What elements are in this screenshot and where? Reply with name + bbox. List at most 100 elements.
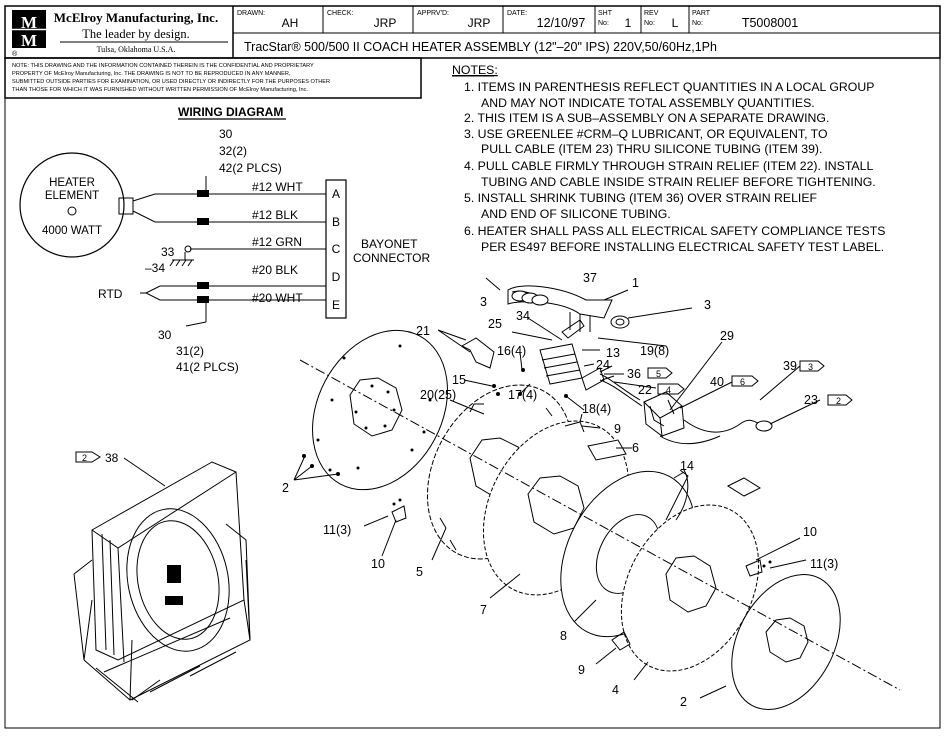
ground-callout: –34 xyxy=(145,261,165,275)
item-number: 2 xyxy=(680,695,687,709)
svg-text:M: M xyxy=(21,31,37,50)
item-number: 11(3) xyxy=(323,523,351,537)
rev-label: REV xyxy=(644,10,659,17)
notes-heading: NOTES: xyxy=(452,63,498,77)
flag-number: 6 xyxy=(740,377,745,387)
check-label: CHECK: xyxy=(327,10,354,17)
case-badge-text: HOT xyxy=(168,600,181,606)
flag-number: 3 xyxy=(808,362,813,372)
note-line: 5. INSTALL SHRINK TUBING (ITEM 36) OVER … xyxy=(464,191,818,205)
callout-38: 2 38 xyxy=(75,451,166,487)
item-number: 9 xyxy=(614,422,621,436)
note-line: 2. THIS ITEM IS A SUB–ASSEMBLY ON A SEPA… xyxy=(464,111,829,125)
item-number: 9 xyxy=(578,663,585,677)
note-line: 1. ITEMS IN PARENTHESIS REFLECT QUANTITI… xyxy=(464,80,874,94)
note-line: 6. HEATER SHALL PASS ALL ELECTRICAL SAFE… xyxy=(464,224,885,238)
item-number: 10 xyxy=(803,525,817,539)
item-number: 17(4) xyxy=(508,388,537,402)
date-label: DATE: xyxy=(507,10,527,17)
item-number: 29 xyxy=(720,329,734,343)
item-number: 3 xyxy=(480,295,487,309)
flag-number: 2 xyxy=(82,453,87,463)
ground-symbol: 33 –34 xyxy=(145,245,194,275)
registered-mark: ® xyxy=(12,50,18,58)
item-number: 21 xyxy=(416,324,430,338)
item-number: 7 xyxy=(480,603,487,617)
pin-label: A xyxy=(332,187,340,201)
item-number: 18(4) xyxy=(582,402,611,416)
bayonet-connector: A B C D E xyxy=(325,179,347,319)
company-slogan: The leader by design. xyxy=(82,27,190,41)
plate-2-back xyxy=(312,329,448,491)
sheet-value: 1 xyxy=(625,16,632,30)
item-number: 39 xyxy=(783,359,797,373)
confidential-line: NOTE: THIS DRAWING AND THE INFORMATION C… xyxy=(12,63,314,69)
heater-element-symbol: HEATER ELEMENT 4000 WATT xyxy=(19,152,134,258)
item-number: 19(8) xyxy=(640,344,669,358)
note-line: PER ES497 BEFORE INSTALLING ELECTRICAL S… xyxy=(481,240,884,254)
plate-2-front xyxy=(731,574,841,710)
note-line: TUBING AND CABLE INSIDE STRAIN RELIEF BE… xyxy=(481,175,876,189)
item-number: 5 xyxy=(416,565,423,579)
item-number: 4 xyxy=(612,683,619,697)
drawing-title: TracStar® 500/500 II COACH HEATER ASSEMB… xyxy=(244,40,717,54)
junction-box-29 xyxy=(643,391,773,445)
notes-section: NOTES: 1. ITEMS IN PARENTHESIS REFLECT Q… xyxy=(452,63,885,254)
callout-labels: 37 1 3 3 34 25 13 19(8) 21 16(4) 24 15 3… xyxy=(282,271,853,709)
pin-label: E xyxy=(332,298,340,312)
wire-label: #20 BLK xyxy=(252,263,298,277)
hardware-dots xyxy=(302,368,772,568)
note-line: PULL CABLE (ITEM 23) THRU SILICONE TUBIN… xyxy=(481,142,822,156)
connector-label: CONNECTOR xyxy=(353,251,430,265)
part-label: PART xyxy=(692,10,711,17)
mcelroy-logo: M M ® xyxy=(12,10,46,58)
note-line: AND MAY NOT INDICATE TOTAL ASSEMBLY QUAN… xyxy=(481,96,815,110)
pin-label: C xyxy=(332,242,341,256)
drawn-label: DRAWN: xyxy=(237,10,265,17)
heater-text: ELEMENT xyxy=(45,190,99,202)
item-number: 23 xyxy=(804,393,818,407)
item-number: 11(3) xyxy=(810,557,838,571)
item-number: 15 xyxy=(452,373,466,387)
part-number: T5008001 xyxy=(742,16,798,30)
item-number: 1 xyxy=(632,276,639,290)
part-label-no: No: xyxy=(692,20,703,27)
item-number: 10 xyxy=(371,557,385,571)
item-number: 13 xyxy=(606,346,620,360)
callout-text: 41(2 PLCS) xyxy=(176,360,239,374)
callout-text: 30 xyxy=(219,127,233,141)
item-number: 3 xyxy=(704,298,711,312)
confidential-line: SUBMITTED OUTSIDE PARTIES FOR EXAMINATIO… xyxy=(12,79,330,85)
item-number: 40 xyxy=(710,375,724,389)
callout-text: 30 xyxy=(158,328,172,342)
date-value: 12/10/97 xyxy=(537,16,586,30)
item-number: 8 xyxy=(560,629,567,643)
terminal-box xyxy=(539,319,615,391)
confidential-line: PROPERTY OF McElroy Manufacturing, Inc. … xyxy=(12,71,291,77)
check-value: JRP xyxy=(374,16,397,30)
wire-label: #12 BLK xyxy=(252,208,298,222)
ground-callout: 33 xyxy=(161,245,175,259)
note-line: 3. USE GREENLEE #CRM–Q LUBRICANT, OR EQU… xyxy=(464,127,828,141)
rev-value: L xyxy=(672,16,679,30)
svg-text:M: M xyxy=(21,13,37,32)
sheet-label: SHT xyxy=(598,10,613,17)
item-number: 37 xyxy=(583,271,597,285)
confidential-notice: NOTE: THIS DRAWING AND THE INFORMATION C… xyxy=(12,63,330,93)
item-number: 36 xyxy=(627,367,641,381)
apprvd-label: APPRV'D: xyxy=(417,10,449,17)
item-number: 20(25) xyxy=(420,388,456,402)
handle-37 xyxy=(507,285,630,332)
apprvd-value: JRP xyxy=(468,16,491,30)
item-number: 16(4) xyxy=(497,344,526,358)
company-location: Tulsa, Oklahoma U.S.A. xyxy=(97,45,176,54)
rtd-label: RTD xyxy=(98,287,123,301)
wire-label: #12 WHT xyxy=(252,180,303,194)
item-number: 14 xyxy=(680,459,694,473)
rev-label-no: No: xyxy=(644,20,655,27)
exploded-assembly xyxy=(293,277,901,710)
wiring-diagram: WIRING DIAGRAM 30 32(2) 42(2 PLCS) HEATE… xyxy=(19,105,430,374)
drawn-value: AH xyxy=(282,16,299,30)
